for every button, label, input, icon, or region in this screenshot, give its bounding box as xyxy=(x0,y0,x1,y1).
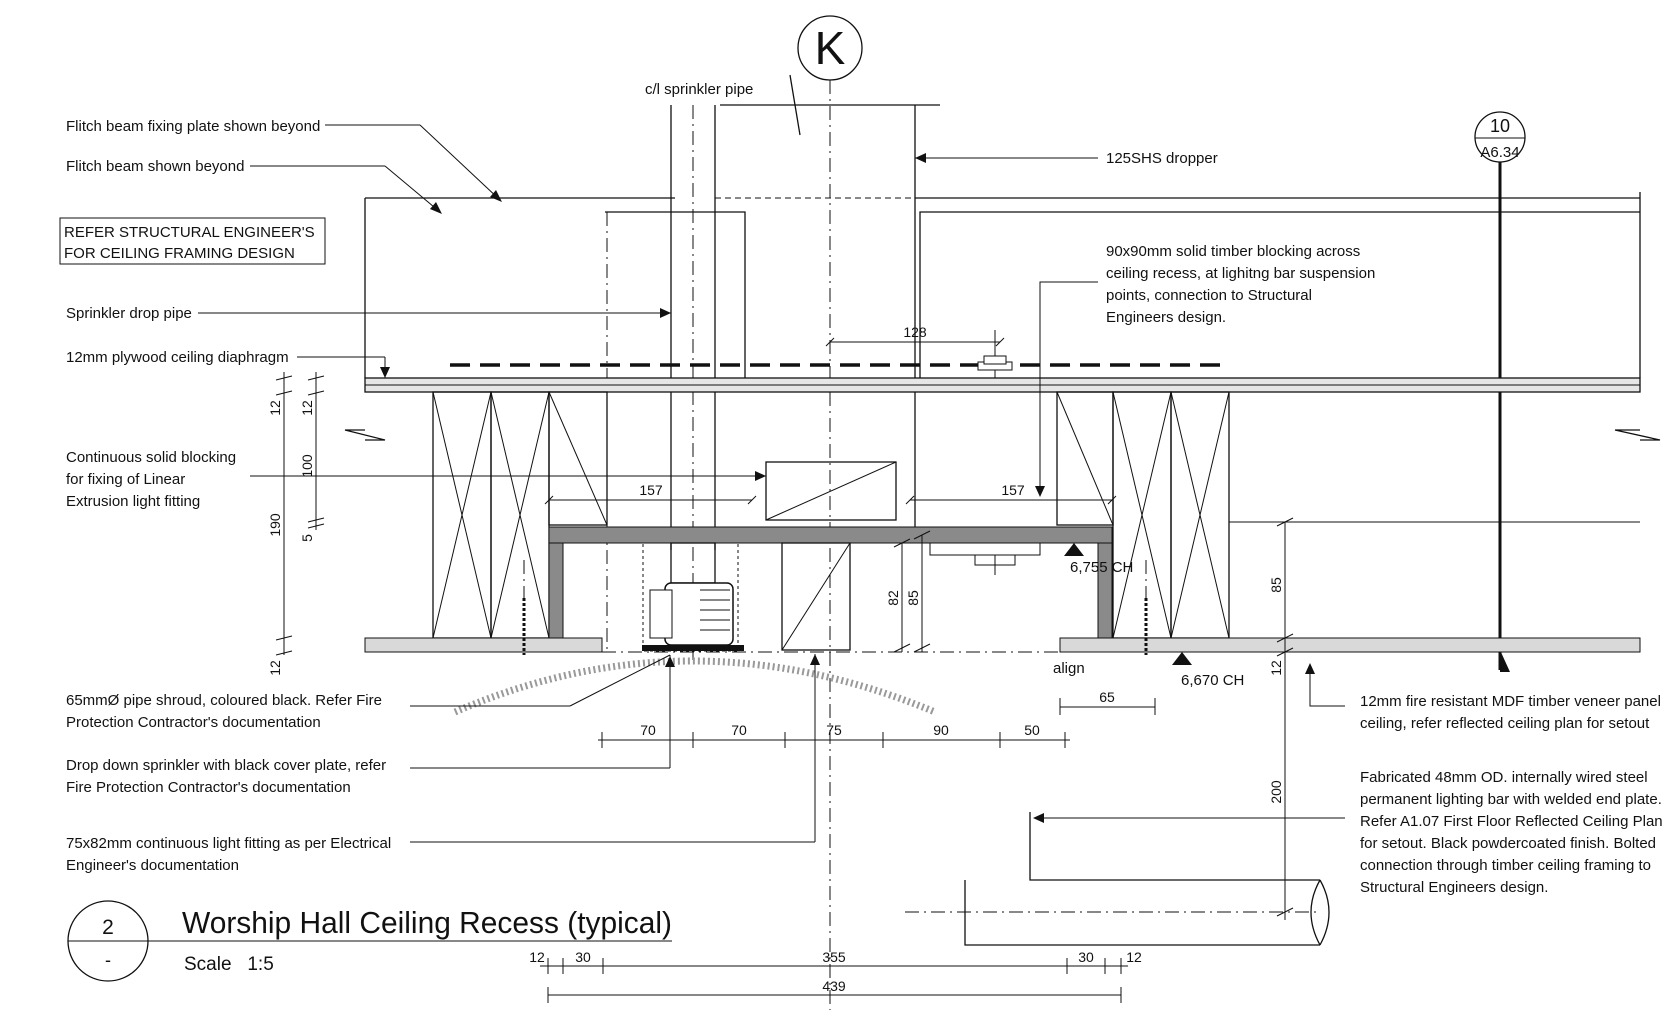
detail-sheet: - xyxy=(105,950,111,970)
label-dropdown-1: Drop down sprinkler with black cover pla… xyxy=(66,757,386,774)
dim-v200: 200 xyxy=(1268,780,1284,804)
label-bar-5: connection through timber ceiling framin… xyxy=(1360,857,1651,874)
light-fitting-75x82 xyxy=(781,542,851,651)
grid-line-k: K xyxy=(797,15,863,1010)
label-bar-1: Fabricated 48mm OD. internally wired ste… xyxy=(1360,769,1648,786)
refer-structural-box xyxy=(59,217,326,265)
mdf-ceiling-panels xyxy=(364,521,1641,653)
ch-upper-label: 6,755 CH xyxy=(1070,559,1133,576)
shs-dropper xyxy=(830,104,940,528)
timber-block-90x90 xyxy=(765,461,897,521)
dim-b12b: 12 xyxy=(1126,949,1142,965)
label-blocking-2: for fixing of Linear xyxy=(66,471,185,488)
refer-box-line-1: REFER STRUCTURAL ENGINEER'S xyxy=(64,224,315,241)
label-shroud-2: Protection Contractor's documentation xyxy=(66,714,321,731)
sprinkler-spray-pattern xyxy=(453,657,937,716)
leader-lines xyxy=(198,124,1345,843)
dim-v12a: 12 xyxy=(267,400,283,416)
label-timber-3: points, connection to Structural xyxy=(1106,287,1312,304)
timber-blocking-right xyxy=(1056,391,1230,639)
dim-v100: 100 xyxy=(299,454,315,478)
label-bar-6: Structural Engineers design. xyxy=(1360,879,1548,896)
section-ref-sheet: A6.34 xyxy=(1480,144,1519,161)
label-fitting-1: 75x82mm continuous light fitting as per … xyxy=(66,835,391,852)
section-reference-marker: 10 A6.34 xyxy=(1474,111,1526,672)
label-fitting-2: Engineer's documentation xyxy=(66,857,239,874)
dim-h50: 50 xyxy=(1024,722,1040,738)
arrowheads xyxy=(380,153,1315,823)
steel-lighting-bar xyxy=(905,812,1330,946)
dim-h75: 75 xyxy=(826,722,842,738)
label-mdf-1: 12mm fire resistant MDF timber veneer pa… xyxy=(1360,693,1661,710)
dim-v82: 82 xyxy=(885,590,901,606)
dim-v5: 5 xyxy=(299,534,315,542)
label-blocking-1: Continuous solid blocking xyxy=(66,449,236,466)
sprinkler-head-icon xyxy=(642,542,744,652)
suspension-bolt-top xyxy=(977,330,1013,378)
break-lines xyxy=(344,74,1661,441)
detail-number: 2 xyxy=(102,916,114,939)
label-sprinkler-cl: c/l sprinkler pipe xyxy=(645,81,753,98)
label-dropper: 125SHS dropper xyxy=(1106,150,1218,167)
dim-v12b: 12 xyxy=(299,400,315,416)
dim-65: 65 xyxy=(1099,689,1115,705)
fixing-screws xyxy=(522,560,1148,655)
ch-level-markers: 6,755 CH 6,670 CH align xyxy=(1053,543,1244,689)
dim-b355: 355 xyxy=(822,949,846,965)
plywood-ceiling-diaphragm xyxy=(364,377,1641,393)
section-ref-number: 10 xyxy=(1490,116,1510,136)
label-flitch-plate: Flitch beam fixing plate shown beyond xyxy=(66,118,320,135)
dim-v85b: 85 xyxy=(1268,577,1284,593)
label-bar-4: for setout. Black powdercoated finish. B… xyxy=(1360,835,1656,852)
refer-box-line-2: FOR CEILING FRAMING DESIGN xyxy=(64,245,295,262)
timber-blocking-left xyxy=(432,391,608,639)
ch-lower-label: 6,670 CH xyxy=(1181,672,1244,689)
dim-b30b: 30 xyxy=(1078,949,1094,965)
label-timber-1: 90x90mm solid timber blocking across xyxy=(1106,243,1360,260)
detail-title: Worship Hall Ceiling Recess (typical) xyxy=(182,905,672,940)
label-shroud-1: 65mmØ pipe shroud, coloured black. Refer… xyxy=(66,692,382,709)
label-bar-3: Refer A1.07 First Floor Reflected Ceilin… xyxy=(1360,813,1663,830)
label-blocking-3: Extrusion light fitting xyxy=(66,493,200,510)
dim-h70b: 70 xyxy=(731,722,747,738)
label-mdf-2: ceiling, refer reflected ceiling plan fo… xyxy=(1360,715,1650,732)
title-block: 2 - Worship Hall Ceiling Recess (typical… xyxy=(67,900,672,982)
label-dropdown-2: Fire Protection Contractor's documentati… xyxy=(66,779,351,796)
recess-tray xyxy=(548,526,1113,639)
label-timber-4: Engineers design. xyxy=(1106,309,1226,326)
flitch-beam-beyond xyxy=(364,192,1641,650)
dim-157-right: 157 xyxy=(1001,482,1025,498)
dim-h70a: 70 xyxy=(640,722,656,738)
dim-v85a: 85 xyxy=(905,590,921,606)
align-label: align xyxy=(1053,660,1085,677)
dim-b30a: 30 xyxy=(575,949,591,965)
label-flitch-beam: Flitch beam shown beyond xyxy=(66,158,244,175)
label-plywood: 12mm plywood ceiling diaphragm xyxy=(66,349,289,366)
label-sprinkler-drop: Sprinkler drop pipe xyxy=(66,305,192,322)
annotations: c/l sprinkler pipe Flitch beam fixing pl… xyxy=(59,81,1663,896)
dim-128: 128 xyxy=(903,324,927,340)
dim-v12d: 12 xyxy=(1268,660,1284,676)
lighting-bar-end-plate xyxy=(929,542,1041,575)
detail-scale: Scale 1:5 xyxy=(184,954,274,975)
dim-b12a: 12 xyxy=(529,949,545,965)
label-bar-2: permanent lighting bar with welded end p… xyxy=(1360,791,1662,808)
dim-h90: 90 xyxy=(933,722,949,738)
label-timber-2: ceiling recess, at lighitng bar suspensi… xyxy=(1106,265,1375,282)
dim-b439: 439 xyxy=(822,978,846,994)
dim-157-left: 157 xyxy=(639,482,663,498)
dimensions: 128 157 157 12 12 100 5 190 12 82 xyxy=(267,324,1294,1003)
dim-v190: 190 xyxy=(267,513,283,537)
dim-v12c: 12 xyxy=(267,660,283,676)
grid-marker-label: K xyxy=(815,22,846,74)
